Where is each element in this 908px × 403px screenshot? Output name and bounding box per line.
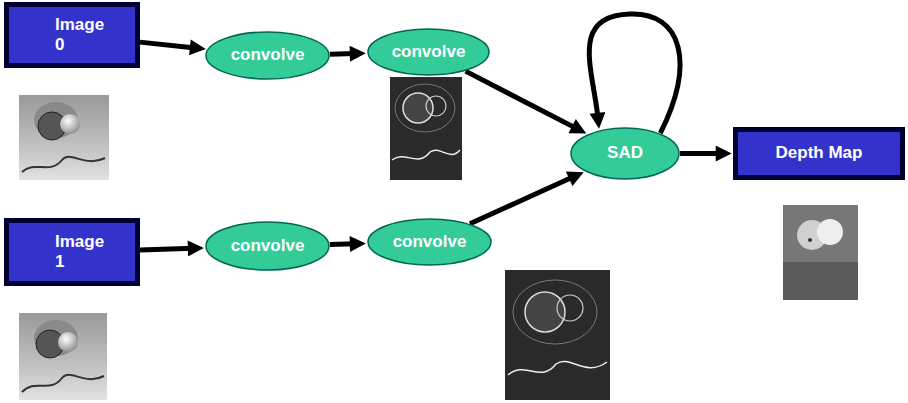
data-box: Image 0 bbox=[4, 2, 140, 68]
flow-arrow bbox=[680, 151, 721, 156]
process-ellipse: convolve bbox=[205, 221, 330, 271]
flow-arrow bbox=[330, 51, 355, 57]
node-label: Depth Map bbox=[776, 143, 863, 163]
node-label: SAD bbox=[607, 143, 643, 163]
data-box: Image 1 bbox=[4, 218, 140, 286]
input-image-thumbnail bbox=[19, 313, 107, 400]
node-label: convolve bbox=[392, 42, 466, 62]
process-ellipse: SAD bbox=[570, 127, 680, 180]
node-label: Image 0 bbox=[55, 15, 117, 56]
filtered-image-thumbnail bbox=[505, 270, 610, 400]
feedback-loop-arrow bbox=[589, 14, 680, 133]
input-image-thumbnail bbox=[19, 95, 109, 180]
flow-arrow bbox=[330, 241, 355, 247]
process-ellipse: convolve bbox=[367, 218, 492, 266]
node-label: convolve bbox=[231, 236, 305, 256]
process-ellipse: convolve bbox=[367, 28, 490, 76]
process-ellipse: convolve bbox=[205, 31, 330, 80]
depth-map-thumbnail bbox=[783, 205, 858, 300]
flow-arrow bbox=[140, 248, 193, 250]
node-label: convolve bbox=[231, 45, 305, 65]
data-box: Depth Map bbox=[733, 127, 905, 180]
flow-arrow bbox=[140, 42, 195, 48]
node-label: convolve bbox=[393, 232, 467, 252]
filtered-image-thumbnail bbox=[390, 77, 462, 180]
flow-arrow bbox=[470, 177, 574, 224]
node-label: Image 1 bbox=[55, 232, 117, 273]
flow-arrow bbox=[466, 71, 577, 128]
